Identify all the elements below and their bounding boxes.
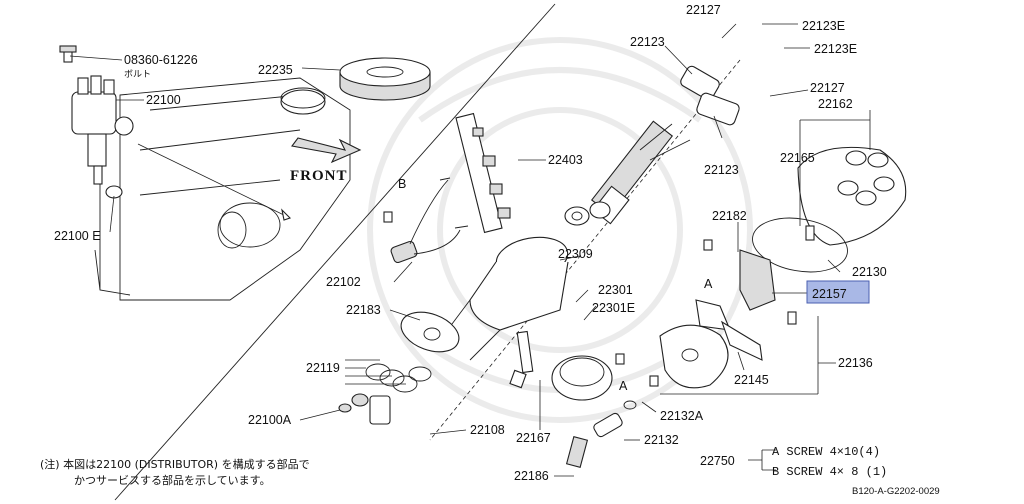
label-22100: 22100 (146, 93, 181, 107)
label-b-mark: B (398, 177, 406, 191)
screw-b-spec: B SCREW 4× 8 (1) (772, 465, 887, 479)
condenser-22102 (383, 177, 469, 264)
label-22750: 22750 (700, 454, 735, 468)
label-22100a: 22100A (248, 413, 292, 427)
label-22157: 22157 (812, 287, 847, 301)
label-22145: 22145 (734, 373, 769, 387)
governor-strip-22403 (455, 112, 511, 234)
label-22182: 22182 (712, 209, 747, 223)
divider-line (114, 3, 556, 501)
label-22186: 22186 (514, 469, 549, 483)
distributor-assembly-small (59, 45, 292, 221)
misc-parts (509, 201, 797, 389)
label-22167: 22167 (516, 431, 551, 445)
label-22127-mid: 22127 (810, 81, 845, 95)
label-22100e: 22100 E (54, 229, 101, 243)
breaker-plate-22301 (551, 249, 776, 401)
label-22162: 22162 (818, 97, 853, 111)
distributor-cap-22162 (797, 146, 907, 246)
label-22123-top: 22123 (630, 35, 665, 49)
label-22123e-top: 22123E (802, 19, 845, 33)
label-22132: 22132 (644, 433, 679, 447)
label-a-mark-2: A (619, 379, 628, 393)
label-22301e: 22301E (592, 301, 635, 315)
label-a-mark-1: A (704, 277, 713, 291)
label-22183: 22183 (346, 303, 381, 317)
gasket-22130 (752, 217, 848, 273)
label-22108: 22108 (470, 423, 505, 437)
washers-22119 (338, 363, 432, 425)
label-22132a: 22132A (660, 409, 704, 423)
label-22119: 22119 (306, 361, 340, 375)
vacuum-advance-22132 (565, 375, 659, 469)
label-22165: 22165 (780, 151, 815, 165)
seal-roll-22235 (339, 57, 431, 101)
distributor-housing (400, 236, 569, 361)
label-22102: 22102 (326, 275, 361, 289)
label-22235: 22235 (258, 63, 293, 77)
label-22309: 22309 (558, 247, 593, 261)
label-22301: 22301 (598, 283, 633, 297)
label-22136: 22136 (838, 356, 873, 370)
label-22123e-mid: 22123E (814, 42, 857, 56)
note-line-2: かつサービスする部品を示しています。 (74, 473, 271, 487)
label-22403: 22403 (548, 153, 583, 167)
label-front: FRONT (290, 168, 348, 184)
screw-a-spec: A SCREW 4×10(4) (772, 445, 880, 459)
label-08360-61226: 08360-61226 (124, 53, 198, 67)
engine-block-sketch (94, 77, 362, 301)
label-22127-top: 22127 (686, 3, 721, 17)
leader-lines (69, 23, 871, 477)
label-bolt: ボルト (124, 69, 151, 79)
label-22123-low: 22123 (704, 163, 739, 177)
rotor-shaft (590, 65, 740, 225)
diagram-code: B120-A-G2202-0029 (852, 486, 940, 497)
label-22130: 22130 (852, 265, 887, 279)
highlight-22157 (806, 280, 870, 304)
note-line-1: (注) 本図は22100 (DISTRIBUTOR) を構成する部品で (40, 457, 310, 471)
